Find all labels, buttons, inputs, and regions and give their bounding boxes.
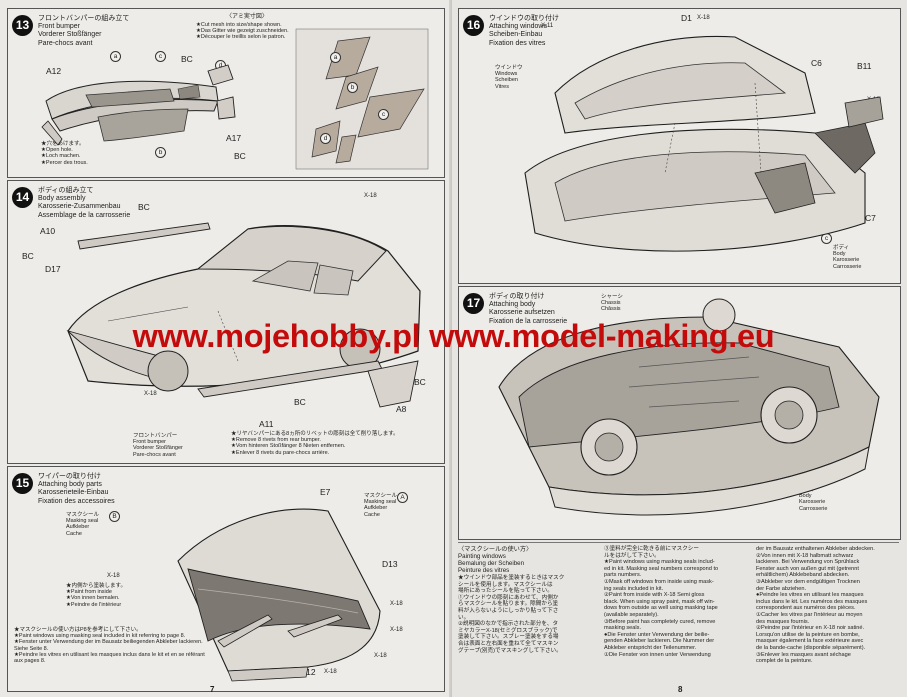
windshield-drawing (177, 508, 381, 682)
circle-b-13: b (155, 147, 166, 158)
step-16-body-label: ボディ Body Karosserie Carrosserie (833, 245, 862, 270)
step-16-window-label: ウインドウ Windows Scheiben Vitres (495, 65, 523, 90)
label-bc-13b: BC (234, 151, 246, 161)
mesh-circle-b: b (347, 82, 358, 93)
label-bc-13a: BC (181, 54, 193, 64)
label-x18-14b: X-18 (144, 391, 157, 397)
label-e7: E7 (320, 487, 331, 497)
car-body-drawing (66, 222, 421, 408)
step-15-title: ワイパーの取り付け Attaching body parts Karosseri… (38, 473, 115, 505)
step-13-mesh-note: ★Cut mesh into size/shape shown. ★Das Gi… (196, 22, 289, 41)
step-16-title: ウインドウの取り付け Attaching windows Scheiben-Ei… (489, 15, 559, 47)
label-a17: A17 (226, 133, 242, 143)
label-b11: B11 (857, 61, 872, 71)
mesh-circle-c: c (378, 109, 389, 120)
mesh-template-drawing (295, 28, 429, 170)
label-d1: D1 (681, 13, 692, 23)
step-16-number: 16 (463, 15, 484, 36)
step-15-bottom-note: ★マスクシールの使い方はP8を参考にして下さい。 ★Paint windows … (14, 627, 205, 665)
step-14-frame: 14 ボディの組み立て Body assembly Karosserie-Zus… (7, 180, 445, 464)
label-x11: X-11 (541, 23, 554, 29)
masking-col-1: ★ウインドウ部品を塗装するときはマスク シールを使用します。マスクシールは 場所… (458, 575, 565, 654)
step-17-title: ボディの取り付け Attaching body Karosserie aufse… (489, 293, 568, 325)
step-13-mesh-title: 〈アミ実寸図〉 (226, 14, 268, 20)
label-a12: A12 (46, 66, 62, 76)
label-x18-15c: X-18 (390, 627, 403, 633)
label-d13: D13 (382, 559, 398, 569)
window-install-drawing (524, 35, 884, 252)
step-13-number: 13 (12, 15, 33, 36)
page-number-right: 8 (678, 685, 683, 694)
label-x18-15d: X-18 (374, 653, 387, 659)
step-15-number: 15 (12, 473, 33, 494)
chassis-body-drawing (498, 298, 880, 516)
label-x18-15e: X-18 (324, 669, 337, 675)
step-14-rivet-note: ★リヤバンパーにある8ヵ所のリベットの彫刻は全て削り落します。 ★Remove … (231, 431, 399, 456)
mask-b-circle: B (109, 511, 120, 522)
page-right: 16 ウインドウの取り付け Attaching windows Scheiben… (452, 0, 907, 697)
label-d17: D17 (45, 264, 61, 274)
step-14-bumper-label: フロントバンパー Front bumper Vorderer Stoßfänge… (133, 433, 183, 458)
masking-section: 〈マスクシールの使い方〉 Painting windows Bemalung d… (458, 542, 899, 693)
mesh-circle-a: a (330, 52, 341, 63)
label-c6: C6 (811, 58, 822, 68)
masking-title: 〈マスクシールの使い方〉 Painting windows Bemalung d… (458, 546, 533, 574)
step-14-title: ボディの組み立て Body assembly Karosserie-Zusamm… (38, 187, 131, 219)
step-13-frame: 13 フロントバンパーの組み立て Front bumper Vorderer S… (7, 8, 445, 178)
step-15-mask-b: マスクシール Masking seal Aufkleber Cache (66, 512, 100, 537)
label-c7: C7 (865, 213, 876, 223)
label-x18-16a: X-18 (697, 15, 710, 21)
label-d12: D12 (300, 667, 316, 677)
circle-c-13: c (155, 51, 166, 62)
label-bc-14a: BC (138, 202, 150, 212)
step-13-title: フロントバンパーの組み立て Front bumper Vorderer Stoß… (38, 15, 130, 47)
masking-col-2: ③塗料が完全に乾きる前にマスクシー ルをはがして下さい。 ★Paint wind… (604, 546, 719, 658)
step-14-number: 14 (12, 187, 33, 208)
step-17-number: 17 (463, 293, 484, 314)
label-bc-14c: BC (294, 397, 306, 407)
mask-a-circle: A (397, 492, 408, 503)
label-a11: A11 (259, 419, 274, 429)
bumper-part-bc-drawing (207, 64, 236, 120)
label-bc-14d: BC (414, 377, 426, 387)
step-13-hole-note: ★穴をあけます。 ★Open hole. ★Loch machen. ★Perc… (41, 141, 88, 166)
step-15-frame: 15 ワイパーの取り付け Attaching body parts Kaross… (7, 466, 445, 692)
circle-a-13: a (110, 51, 121, 62)
step-15-paint-inside: ★内側から塗装します。 ★Paint from inside ★Von inne… (66, 583, 126, 608)
label-x18-15a: X-18 (107, 573, 120, 579)
masking-col-3: der im Bausatz enthaltenen Abkleber abde… (756, 546, 875, 665)
page-left: 13 フロントバンパーの組み立て Front bumper Vorderer S… (0, 0, 452, 697)
label-a10: A10 (40, 226, 56, 236)
label-a8: A8 (396, 404, 407, 414)
step-17-frame: 17 ボディの取り付け Attaching body Karosserie au… (458, 286, 901, 540)
label-bc-14b: BC (22, 251, 34, 261)
front-bumper-drawing (41, 80, 219, 146)
step-17-chassis-label: シャーシ Chassis Châssis (601, 294, 623, 313)
step-15-mask-a: マスクシール Masking seal Aufkleber Cache (364, 493, 398, 518)
label-x18-15b: X-18 (390, 601, 403, 607)
watermark-text: www.mojehobby.pl www.model-making.eu (132, 318, 775, 354)
step-16-frame: 16 ウインドウの取り付け Attaching windows Scheiben… (458, 8, 901, 284)
label-x18-14a: X-18 (364, 193, 377, 199)
page-number-left: 7 (210, 685, 215, 694)
mesh-circle-d: d (320, 133, 331, 144)
